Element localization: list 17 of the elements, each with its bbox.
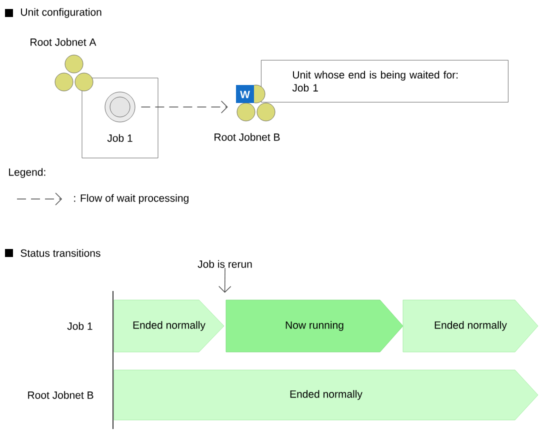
status-band: Ended normally xyxy=(114,300,224,352)
row-label: Job 1 xyxy=(67,322,92,330)
status-band: Ended normally xyxy=(402,300,538,352)
arrow xyxy=(140,100,228,114)
status-band: Ended normally xyxy=(114,370,538,420)
section-heading: Unit configuration xyxy=(5,8,102,18)
arrow xyxy=(218,268,232,293)
job-name: Job 1 xyxy=(107,134,132,142)
jobnet-name: Root Jobnet B xyxy=(214,133,280,141)
callout-box: Unit whose end is being waited for: Job 1 xyxy=(261,60,508,102)
jobnet-name: Root Jobnet A xyxy=(30,38,96,46)
section-heading: Status transitions xyxy=(5,249,100,257)
row-label: Root Jobnet B xyxy=(28,391,94,399)
legend-heading: Legend: xyxy=(9,168,46,178)
annotation-text: Job is rerun xyxy=(198,260,252,268)
status-band: Now running xyxy=(226,300,404,352)
legend-text: : Flow of wait processing xyxy=(74,194,188,204)
